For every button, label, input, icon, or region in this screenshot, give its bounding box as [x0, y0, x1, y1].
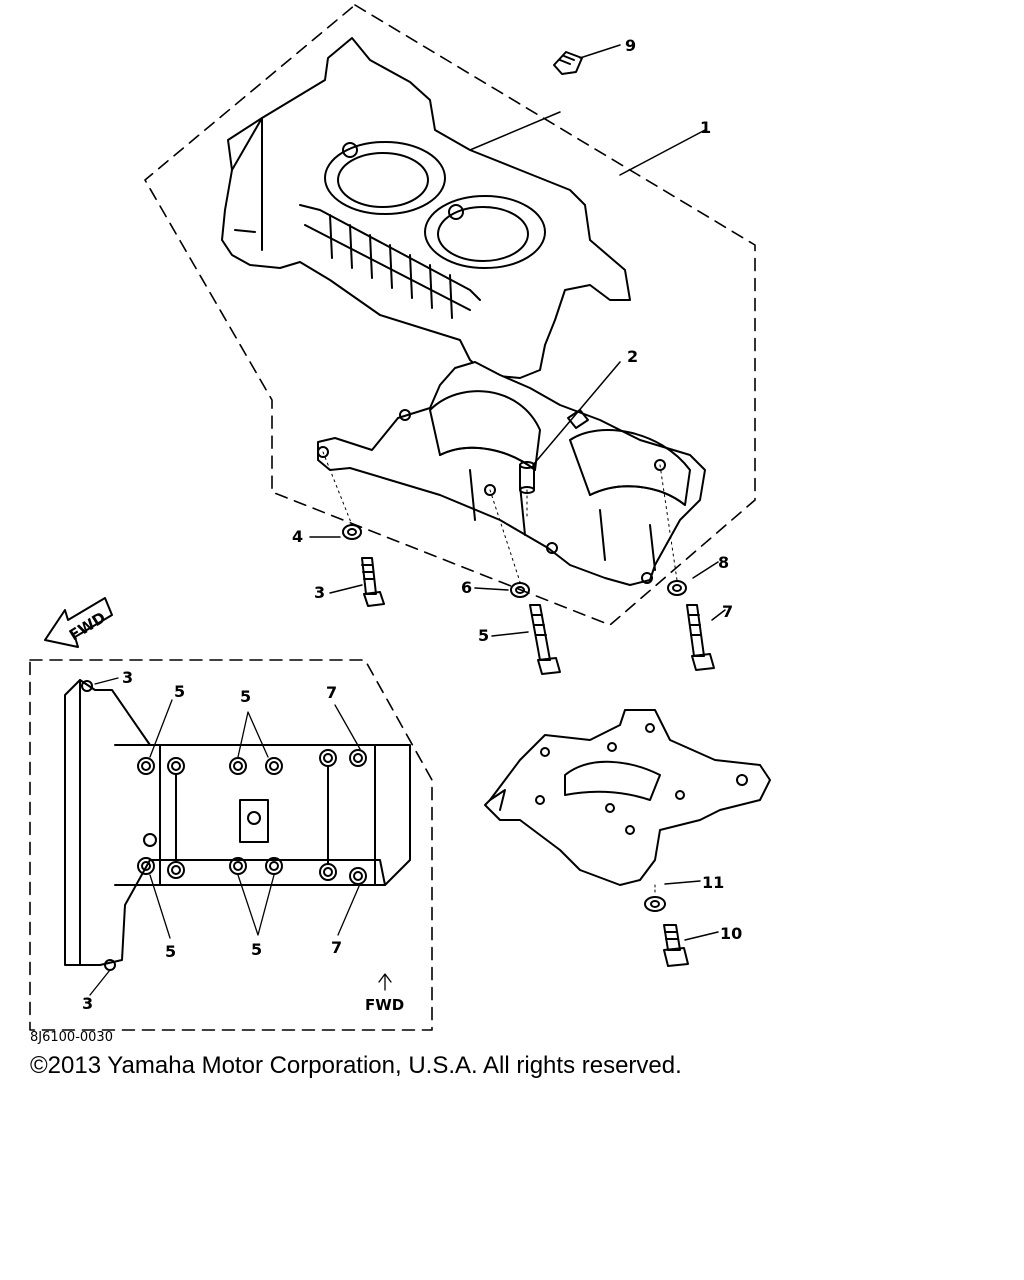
dowel-pin: [519, 461, 535, 494]
callout-5: 5: [478, 626, 489, 645]
inset-dashed-outline: [29, 659, 433, 1031]
inset-callout-5-left-top: 5: [174, 682, 185, 701]
washer-part-6: [510, 582, 530, 598]
copyright-notice: ©2013 Yamaha Motor Corporation, U.S.A. A…: [30, 1052, 682, 1079]
inset-callout-5-left-bottom: 5: [165, 942, 176, 961]
inset-fwd-label: FWD: [365, 996, 404, 1014]
bolt-part-3: [361, 557, 385, 607]
mounting-bracket: [484, 709, 771, 886]
assembly-alignment-lines: [322, 451, 678, 583]
washer-part-8: [667, 580, 687, 596]
inset-callout-7-bottom: 7: [331, 938, 342, 957]
inset-callout-5-center-top: 5: [240, 687, 251, 706]
bolt-part-10: [663, 924, 689, 967]
callout-9: 9: [625, 36, 636, 55]
washer-part-11: [644, 896, 666, 912]
callout-8: 8: [718, 553, 729, 572]
bolt-part-7: [686, 604, 715, 671]
callout-7: 7: [722, 602, 733, 621]
callout-10: 10: [720, 924, 742, 943]
inset-callout-3-bottom: 3: [82, 994, 93, 1013]
callout-4: 4: [292, 527, 303, 546]
upper-crankcase-half: [221, 37, 631, 379]
washer-part-4: [342, 524, 362, 540]
inset-callout-3-top: 3: [122, 668, 133, 687]
inset-callout-5-center-bottom: 5: [251, 940, 262, 959]
callout-3: 3: [314, 583, 325, 602]
fwd-direction-arrow: [44, 597, 113, 648]
inset-bottom-view: [64, 677, 411, 996]
bolt-part-5: [529, 604, 561, 675]
callout-1: 1: [700, 118, 711, 137]
callout-6: 6: [461, 578, 472, 597]
assembly-dashed-outline: [144, 4, 756, 626]
leader-lines: [309, 44, 726, 941]
reference-code: 8J6100-0030: [30, 1030, 113, 1045]
callout-2: 2: [627, 347, 638, 366]
plug-part-9: [553, 51, 583, 75]
lower-crankcase-half: [317, 361, 706, 586]
inset-callout-7-top: 7: [326, 683, 337, 702]
callout-11: 11: [702, 873, 724, 892]
